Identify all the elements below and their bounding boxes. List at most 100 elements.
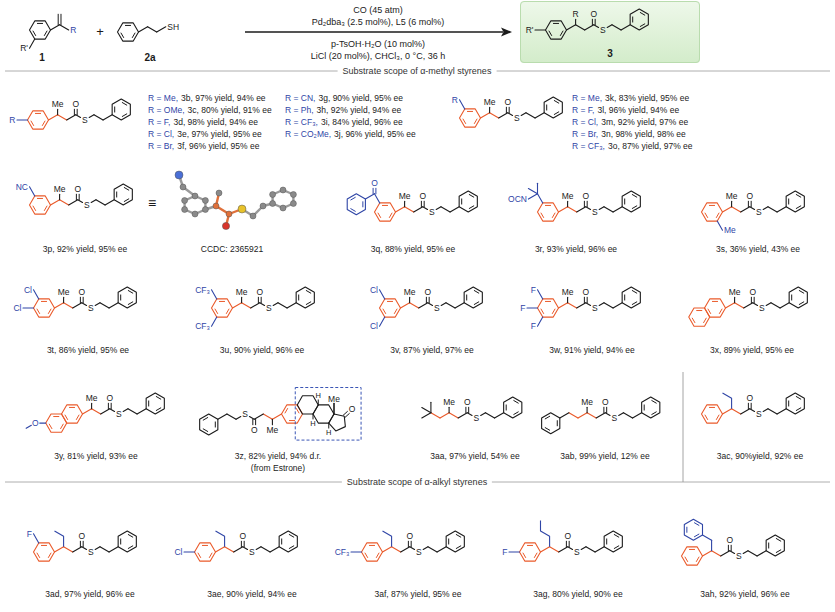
bond-line [243, 547, 248, 550]
bond-line [521, 113, 526, 116]
atom-label: O [504, 98, 511, 107]
ring [114, 184, 132, 205]
bond-line [125, 25, 130, 26]
bond-line [128, 546, 132, 549]
bond-line [652, 401, 656, 404]
yield-caption: 3t, 86% yield, 95% ee [47, 346, 129, 355]
bond-line [716, 213, 719, 217]
bond-line [215, 309, 218, 313]
bond-line [401, 303, 410, 308]
bond-line [623, 413, 632, 418]
yield-caption: 3n, 98% yield, 98% ee [601, 129, 686, 139]
atom-label: S [88, 304, 94, 313]
bond-line [553, 23, 558, 24]
atom-label: O [74, 185, 81, 194]
ring [766, 535, 784, 556]
bond-line [450, 207, 459, 212]
atom-label: H [326, 429, 331, 437]
atom-label: O [106, 394, 113, 403]
bond-line [392, 547, 401, 552]
result-line: R = Ph,3h, 92% yield, 94% ee [285, 106, 401, 115]
result-line: R = OMe,3c, 80% yield, 91% ee [148, 106, 272, 115]
xray-atom [192, 211, 198, 217]
bond-line [249, 417, 254, 420]
bond-line [614, 546, 618, 549]
atom-label: O [256, 288, 263, 297]
atom-label: O [78, 288, 85, 297]
bond-line [31, 121, 34, 125]
bond-line [76, 194, 77, 200]
yield-caption: 3d, 98% yield, 94% ee [173, 117, 258, 127]
atom-label: Cl [24, 286, 32, 295]
bond-line [91, 200, 96, 203]
bond-line [506, 107, 507, 113]
bond-line [567, 25, 576, 30]
yield-caption: 3v, 87% yield, 97% ee [390, 346, 473, 355]
bond-line [408, 541, 409, 547]
ring [375, 203, 396, 221]
bond-line [351, 197, 355, 200]
bond-line [526, 113, 535, 118]
bond-line [376, 553, 379, 557]
bond-line [94, 115, 103, 120]
bond-line [796, 206, 800, 209]
bond-line [644, 405, 645, 410]
bond-line [732, 207, 741, 212]
atom-label: Me [729, 288, 741, 297]
bond-line [568, 303, 577, 308]
xray-atom [238, 205, 246, 213]
bond-line [256, 547, 261, 550]
bond-line [763, 409, 768, 412]
bond-line [380, 317, 385, 326]
bond-line [560, 31, 563, 35]
bond-line [351, 209, 355, 212]
ring [630, 9, 648, 30]
divider-line [683, 372, 684, 482]
bond-line [73, 547, 82, 552]
bond-line [26, 425, 31, 428]
bond-line [216, 547, 225, 552]
yield-caption: 3f, 96% yield, 95% ee [177, 141, 259, 151]
bond-line [396, 207, 405, 212]
bond-line [619, 413, 624, 416]
result-line: R = Cl,3e, 97% yield, 95% ee [148, 130, 262, 139]
atom-label: Me [724, 226, 736, 235]
bond-line [79, 194, 80, 200]
bond-line [703, 535, 712, 540]
bond-line [225, 547, 234, 552]
bond-line [409, 297, 410, 303]
bond-line [458, 413, 467, 418]
atom-label: O [726, 536, 733, 545]
atom-label: O [419, 192, 426, 201]
bond-line [254, 414, 263, 419]
bond-line [709, 205, 714, 206]
bond-line [735, 303, 744, 308]
ring [642, 397, 660, 418]
plus-sign: + [96, 25, 104, 38]
atom-label: O [582, 288, 589, 297]
bond-line [318, 400, 319, 405]
bond-line [429, 297, 430, 303]
atom-label: O [746, 192, 753, 201]
bond-line [116, 192, 117, 197]
bond-line [550, 547, 559, 552]
bond-line [776, 550, 780, 553]
yield-caption: 3m, 92% yield, 97% ee [601, 117, 688, 127]
ring [28, 111, 49, 129]
bond-line [419, 303, 428, 308]
alkyl-chain [541, 521, 550, 547]
bond-line [723, 207, 732, 212]
atom-label: Me [52, 100, 64, 109]
bond-line [751, 201, 752, 207]
bond-line [599, 207, 604, 210]
bond-line [122, 114, 126, 117]
atom-label: R' [20, 44, 28, 53]
atom-label: S [756, 410, 762, 419]
bond-line [559, 207, 568, 212]
atom-label: Me [562, 192, 574, 201]
bond-line [82, 547, 87, 550]
bond-line [499, 113, 508, 118]
bond-line [449, 413, 458, 418]
bond-line [362, 202, 363, 207]
bond-line [30, 39, 35, 48]
